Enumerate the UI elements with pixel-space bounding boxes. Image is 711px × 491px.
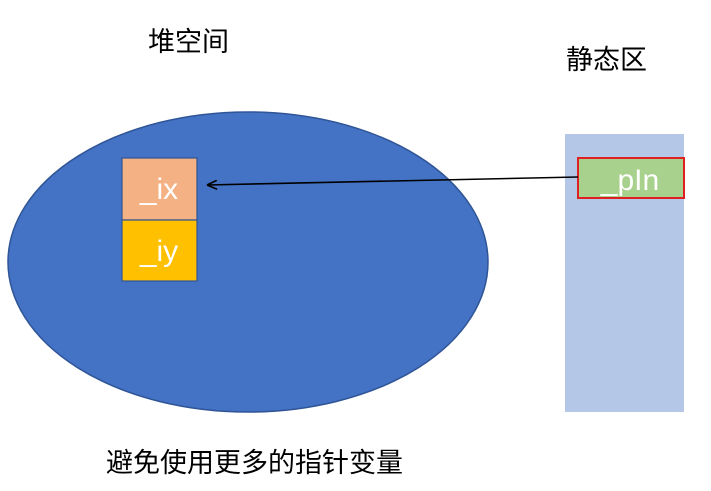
- diagram-caption: 避免使用更多的指针变量: [106, 448, 403, 479]
- heap-var-iy-label: _iy: [139, 235, 178, 268]
- static-var-pin-label: _pIn: [600, 164, 659, 197]
- heap-var-ix-label: _ix: [139, 173, 178, 206]
- heap-var-ix: _ix: [121, 157, 198, 221]
- heap-var-iy: _iy: [121, 219, 198, 282]
- static-var-pin-box: [577, 157, 685, 199]
- static-var-pin: _pIn: [577, 157, 685, 199]
- pointer-arrow: [207, 176, 579, 185]
- heap-space-label: 堆空间: [148, 27, 229, 58]
- static-area-label: 静态区: [566, 45, 647, 76]
- heap-space-ellipse: [7, 111, 489, 413]
- heap-var-iy-box: [121, 219, 198, 282]
